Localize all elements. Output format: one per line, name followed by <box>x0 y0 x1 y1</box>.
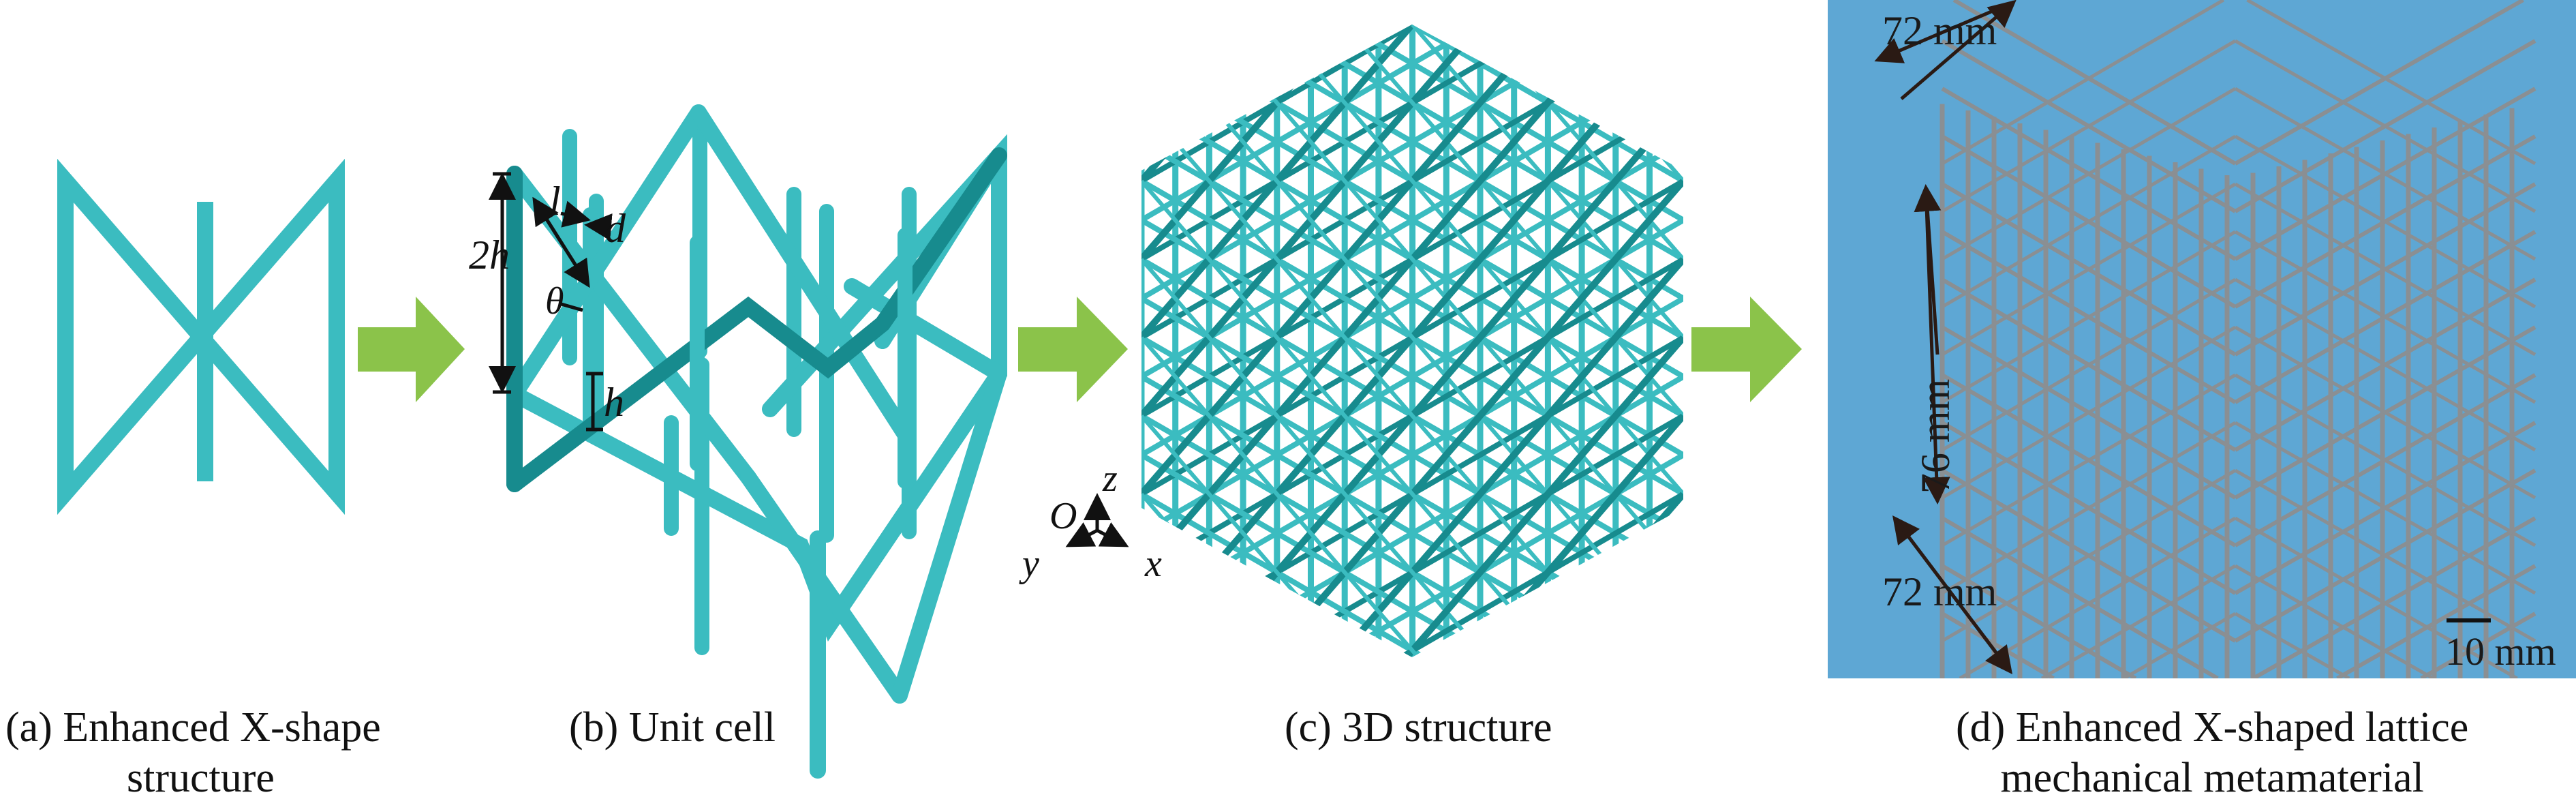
lattice-diagonal-strut <box>1141 139 1683 457</box>
specimen-diagonal-strut <box>1941 325 2237 500</box>
lattice-horizontal-strut <box>1141 25 1212 105</box>
caption-c: (c) 3D structure <box>1285 704 1552 751</box>
height-dimension: 76 mm <box>1913 379 1958 494</box>
specimen-diagonal-strut <box>1941 230 2237 404</box>
lattice-diagonal-strut <box>1670 648 1683 657</box>
specimen-diagonal-strut <box>2123 612 2237 678</box>
process-arrows <box>358 297 1802 402</box>
specimen-diagonal-strut <box>2234 373 2536 547</box>
specimen-diagonal-strut <box>1941 564 2137 678</box>
specimen-diagonal-strut <box>1941 468 2237 643</box>
specimen-diagonal-strut <box>2234 182 2536 357</box>
specimen-diagonal-strut <box>2234 421 2536 595</box>
specimen-diagonal-strut <box>2234 325 2536 500</box>
lattice-diagonal-strut <box>1141 648 1154 657</box>
lattice-horizontal-strut <box>1614 25 1683 104</box>
specimen-diagonal-strut <box>1941 373 2237 547</box>
specimen-diagonal-strut <box>2234 87 2536 261</box>
lattice-diagonal-strut <box>1546 25 1683 106</box>
lattice-horizontal-strut <box>1141 179 1556 657</box>
lattice-horizontal-strut <box>1141 101 1623 657</box>
lattice-diagonal-strut <box>1141 25 1278 106</box>
lattice-horizontal-strut <box>1141 336 1420 657</box>
bottom-dimension: 72 mm <box>1882 569 1997 614</box>
specimen-diagonal-strut <box>2234 468 2536 643</box>
caption-d: (d) Enhanced X-shaped lattice mechanical… <box>1956 704 2469 801</box>
specimen-diagonal-strut <box>1941 39 2237 213</box>
specimen-diagonal-strut <box>2234 277 2536 452</box>
lattice-horizontal-strut <box>1141 258 1488 657</box>
specimen-diagonal-strut <box>2234 134 2536 309</box>
specimen-diagonal-strut <box>2234 612 2350 678</box>
specimen-diagonal-strut <box>2420 612 2536 678</box>
axis-y: y <box>1019 543 1039 585</box>
lattice-diagonal-strut <box>1614 25 1683 66</box>
specimen-diagonal-strut <box>2246 0 2536 166</box>
lattice-horizontal-strut <box>1141 649 1149 657</box>
scale-bar-label: 10 mm <box>2445 629 2556 674</box>
top-dimension: 72 mm <box>1882 8 1997 53</box>
lattice-diagonal-strut <box>1602 609 1683 657</box>
specimen-diagonal-strut <box>2336 564 2536 678</box>
specimen-dimensions <box>1874 0 2491 674</box>
specimen-diagonal-strut <box>2234 0 2524 166</box>
specimen-diagonal-strut <box>2234 564 2434 678</box>
arrow-a-b <box>358 297 465 402</box>
specimen-diagonal-strut <box>1941 0 2225 166</box>
lattice-horizontal-strut <box>1607 570 1683 657</box>
lattice-diagonal-strut <box>1141 570 1290 657</box>
lattice-horizontal-strut <box>1336 257 1683 657</box>
specimen-diagonal-strut <box>1941 134 2237 309</box>
label-theta: θ <box>545 280 564 322</box>
specimen-diagonal-strut <box>2040 564 2237 678</box>
label-l: l <box>549 179 561 224</box>
specimen-diagonal-strut <box>1941 182 2237 357</box>
lattice-diagonal-strut <box>1141 217 1683 536</box>
lattice-3d-structure <box>1141 25 1683 657</box>
arrow-b-c <box>1018 297 1128 402</box>
lattice-horizontal-strut <box>1404 335 1683 657</box>
lattice-horizontal-strut <box>1141 25 1683 652</box>
unit-cell <box>506 104 1007 779</box>
lattice-diagonal-strut <box>1141 609 1223 657</box>
caption-b: (b) Unit cell <box>569 704 776 751</box>
axis-z: z <box>1102 457 1118 500</box>
label-2h: 2h <box>469 232 510 277</box>
axis-x: x <box>1144 543 1162 585</box>
arrow-c-d <box>1691 297 1802 402</box>
specimen-diagonal-strut <box>1941 421 2237 595</box>
lattice-diagonal-strut <box>1535 570 1683 657</box>
caption-a: (a) Enhanced X-shape structure <box>5 704 381 801</box>
label-h: h <box>604 380 624 425</box>
label-d: d <box>605 206 626 251</box>
specimen-diagonal-strut <box>1941 87 2237 261</box>
unit-cell-dimensions <box>489 172 613 432</box>
bowtie-struts <box>57 158 345 515</box>
specimen-diagonal-strut <box>2234 230 2536 404</box>
lattice-diagonal-strut <box>1141 25 1211 66</box>
printed-lattice-specimen <box>1939 0 2536 678</box>
axis-origin: O <box>1049 495 1077 537</box>
axis-triad <box>1065 493 1129 547</box>
lattice-horizontal-strut <box>1674 648 1683 657</box>
x-shape-structure <box>57 158 345 515</box>
lattice-horizontal-strut <box>1268 179 1683 657</box>
specimen-diagonal-strut <box>2234 39 2536 213</box>
lattice-horizontal-strut <box>1141 571 1217 657</box>
lattice-horizontal-strut <box>1200 100 1683 657</box>
specimen-diagonal-strut <box>1941 277 2237 452</box>
